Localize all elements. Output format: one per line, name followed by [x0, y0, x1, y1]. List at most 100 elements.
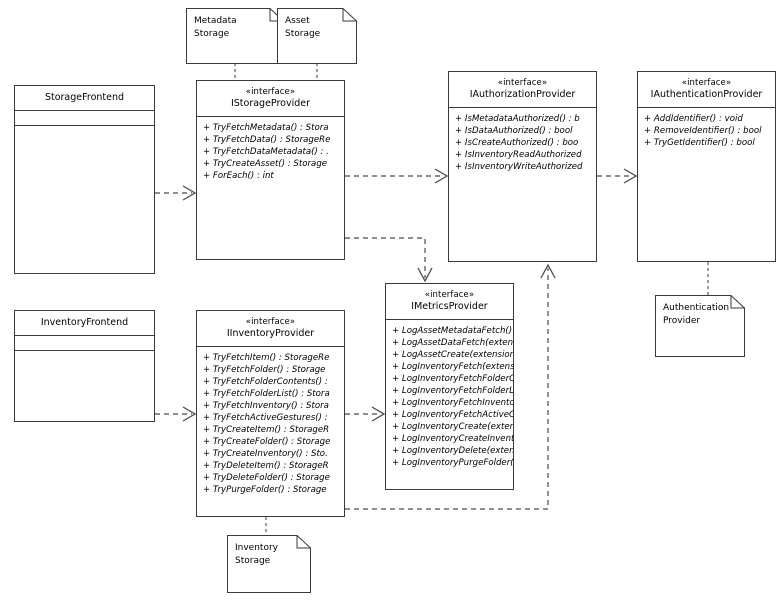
operation-item: + AddIdentifier() : void [644, 113, 743, 124]
class-title: IAuthenticationProvider [650, 88, 763, 100]
compartment-divider [197, 115, 344, 117]
class-imetrics-provider[interactable]: «interface» IMetricsProvider + LogAssetM… [385, 283, 514, 490]
compartment-divider [15, 124, 154, 126]
compartment-divider [386, 318, 513, 320]
note-shape [227, 535, 311, 593]
stereotype-label: «interface» [681, 78, 732, 88]
operation-item: + IsInventoryReadAuthorized [455, 149, 582, 160]
operation-item: + TryFetchFolderContents() : [203, 376, 328, 387]
compartment-divider [15, 349, 154, 351]
class-name-compartment: «interface» IMetricsProvider [386, 284, 513, 319]
operation-item: + TryCreateInventory() : Sto. [203, 448, 328, 459]
note-shape [277, 8, 357, 64]
operation-item: + ForEach() : int [203, 170, 274, 181]
class-title: IInventoryProvider [226, 327, 315, 339]
operation-item: + TryDeleteItem() : StorageR [203, 460, 329, 471]
stereotype-label: «interface» [424, 290, 475, 300]
class-name-compartment: «interface» IInventoryProvider [197, 311, 344, 346]
class-iauthorization-provider[interactable]: «interface» IAuthorizationProvider + IsM… [448, 71, 597, 262]
operation-item: + TryFetchFolderList() : Stora [203, 388, 330, 399]
note-inventory-storage: Inventory Storage [227, 535, 311, 593]
class-title: StorageFrontend [44, 92, 125, 103]
class-title: IAuthorizationProvider [469, 88, 576, 100]
edge-istorage-provider-to-iauthorization-provider [345, 168, 449, 184]
note-label: Metadata Storage [194, 16, 237, 39]
operation-item: + TryDeleteFolder() : Storage [203, 472, 330, 483]
class-iinventory-provider[interactable]: «interface» IInventoryProvider + TryFetc… [196, 310, 345, 517]
edge-inventory-frontend-to-iinventory-provider [155, 406, 197, 422]
operation-item: + LogInventoryPurgeFolder(e [392, 457, 513, 468]
edge-iinventory-provider-to-iauthorization-provider [345, 263, 556, 510]
operation-item: + TryPurgeFolder() : Storage [203, 484, 327, 495]
note-asset-storage: Asset Storage [277, 8, 357, 64]
operations-compartment: + TryFetchItem() : StorageRe + TryFetchF… [197, 347, 344, 500]
edge-istorage-provider-to-imetrics-provider [345, 237, 433, 283]
compartment-divider [15, 109, 154, 111]
attributes-compartment [15, 111, 154, 125]
note-label: Inventory Storage [235, 543, 278, 566]
class-name-compartment: «interface» IAuthorizationProvider [449, 72, 596, 107]
operations-compartment [15, 351, 154, 360]
edge-iauthorization-provider-to-iauthentication-provider [597, 168, 638, 184]
operation-item: + LogInventoryDelete(extens [392, 445, 513, 456]
operation-item: + LogAssetMetadataFetch() : [392, 325, 513, 336]
compartment-divider [449, 106, 596, 108]
operation-item: + TryCreateFolder() : Storage [203, 436, 331, 447]
operation-item: + LogInventoryFetch(extens [392, 361, 513, 372]
stereotype-label: «interface» [245, 317, 296, 327]
edge-storage-frontend-to-istorage-provider [155, 185, 197, 201]
operation-item: + LogAssetDataFetch(extens [392, 337, 513, 348]
class-istorage-provider[interactable]: «interface» IStorageProvider + TryFetchM… [196, 80, 345, 260]
note-shape [655, 295, 745, 357]
operation-item: + TryFetchFolder() : Storage [203, 364, 326, 375]
operation-item: + TryFetchItem() : StorageRe [203, 352, 330, 363]
note-label: Authentication Provider [663, 303, 730, 326]
operation-item: + LogInventoryFetchInvento [392, 397, 513, 408]
compartment-divider [638, 106, 775, 108]
operation-item: + LogAssetCreate(extension: [392, 349, 513, 360]
class-name-compartment: StorageFrontend [15, 86, 154, 110]
compartment-divider [197, 345, 344, 347]
operation-item: + IsCreateAuthorized() : boo [455, 137, 579, 148]
operation-item: + TryCreateAsset() : Storage [203, 158, 328, 169]
operation-item: + TryFetchActiveGestures() : [203, 412, 328, 423]
operation-item: + LogInventoryFetchActiveG [392, 409, 513, 420]
note-metadata-storage: Metadata Storage [186, 8, 284, 64]
note-authentication-provider: Authentication Provider [655, 295, 745, 357]
operation-item: + TryFetchInventory() : Stora [203, 400, 329, 411]
operation-item: + TryCreateItem() : StorageR [203, 424, 330, 435]
operation-item: + LogInventoryFetchFolderLi [392, 385, 513, 396]
operation-item: + IsMetadataAuthorized() : b [455, 113, 580, 124]
operations-compartment: + AddIdentifier() : void + RemoveIdentif… [638, 108, 775, 153]
class-name-compartment: InventoryFrontend [15, 311, 154, 335]
operation-item: + LogInventoryCreateInvent [392, 433, 513, 444]
attributes-compartment [15, 336, 154, 350]
operation-item: + TryFetchData() : StorageRe [203, 134, 331, 145]
operation-item: + TryGetIdentifier() : bool [644, 137, 755, 148]
edge-iinventory-provider-to-imetrics-provider [345, 406, 386, 422]
operation-item: + IsDataAuthorized() : bool [455, 125, 573, 136]
operation-item: + RemoveIdentifier() : bool [644, 125, 762, 136]
stereotype-label: «interface» [497, 78, 548, 88]
operation-item: + TryFetchMetadata() : Stora [203, 122, 329, 133]
operation-item: + LogInventoryFetchFolderC [392, 373, 513, 384]
note-label: Asset Storage [285, 16, 321, 39]
class-title: IStorageProvider [230, 97, 311, 109]
compartment-divider [15, 334, 154, 336]
operations-compartment: + TryFetchMetadata() : Stora + TryFetchD… [197, 117, 344, 186]
class-name-compartment: «interface» IAuthenticationProvider [638, 72, 775, 107]
operation-item: + IsInventoryWriteAuthorized [455, 161, 583, 172]
operation-item: + TryFetchDataMetadata() : . [203, 146, 329, 157]
operations-compartment: + IsMetadataAuthorized() : b + IsDataAut… [449, 108, 596, 177]
class-name-compartment: «interface» IStorageProvider [197, 81, 344, 116]
class-title: IMetricsProvider [411, 300, 488, 312]
class-title: InventoryFrontend [40, 317, 129, 328]
class-iauthentication-provider[interactable]: «interface» IAuthenticationProvider + Ad… [637, 71, 776, 262]
operations-compartment: + LogAssetMetadataFetch() : + LogAssetDa… [386, 320, 513, 473]
class-storage-frontend[interactable]: StorageFrontend [14, 85, 155, 274]
class-inventory-frontend[interactable]: InventoryFrontend [14, 310, 155, 422]
operation-item: + LogInventoryCreate(exten [392, 421, 513, 432]
stereotype-label: «interface» [245, 87, 296, 97]
